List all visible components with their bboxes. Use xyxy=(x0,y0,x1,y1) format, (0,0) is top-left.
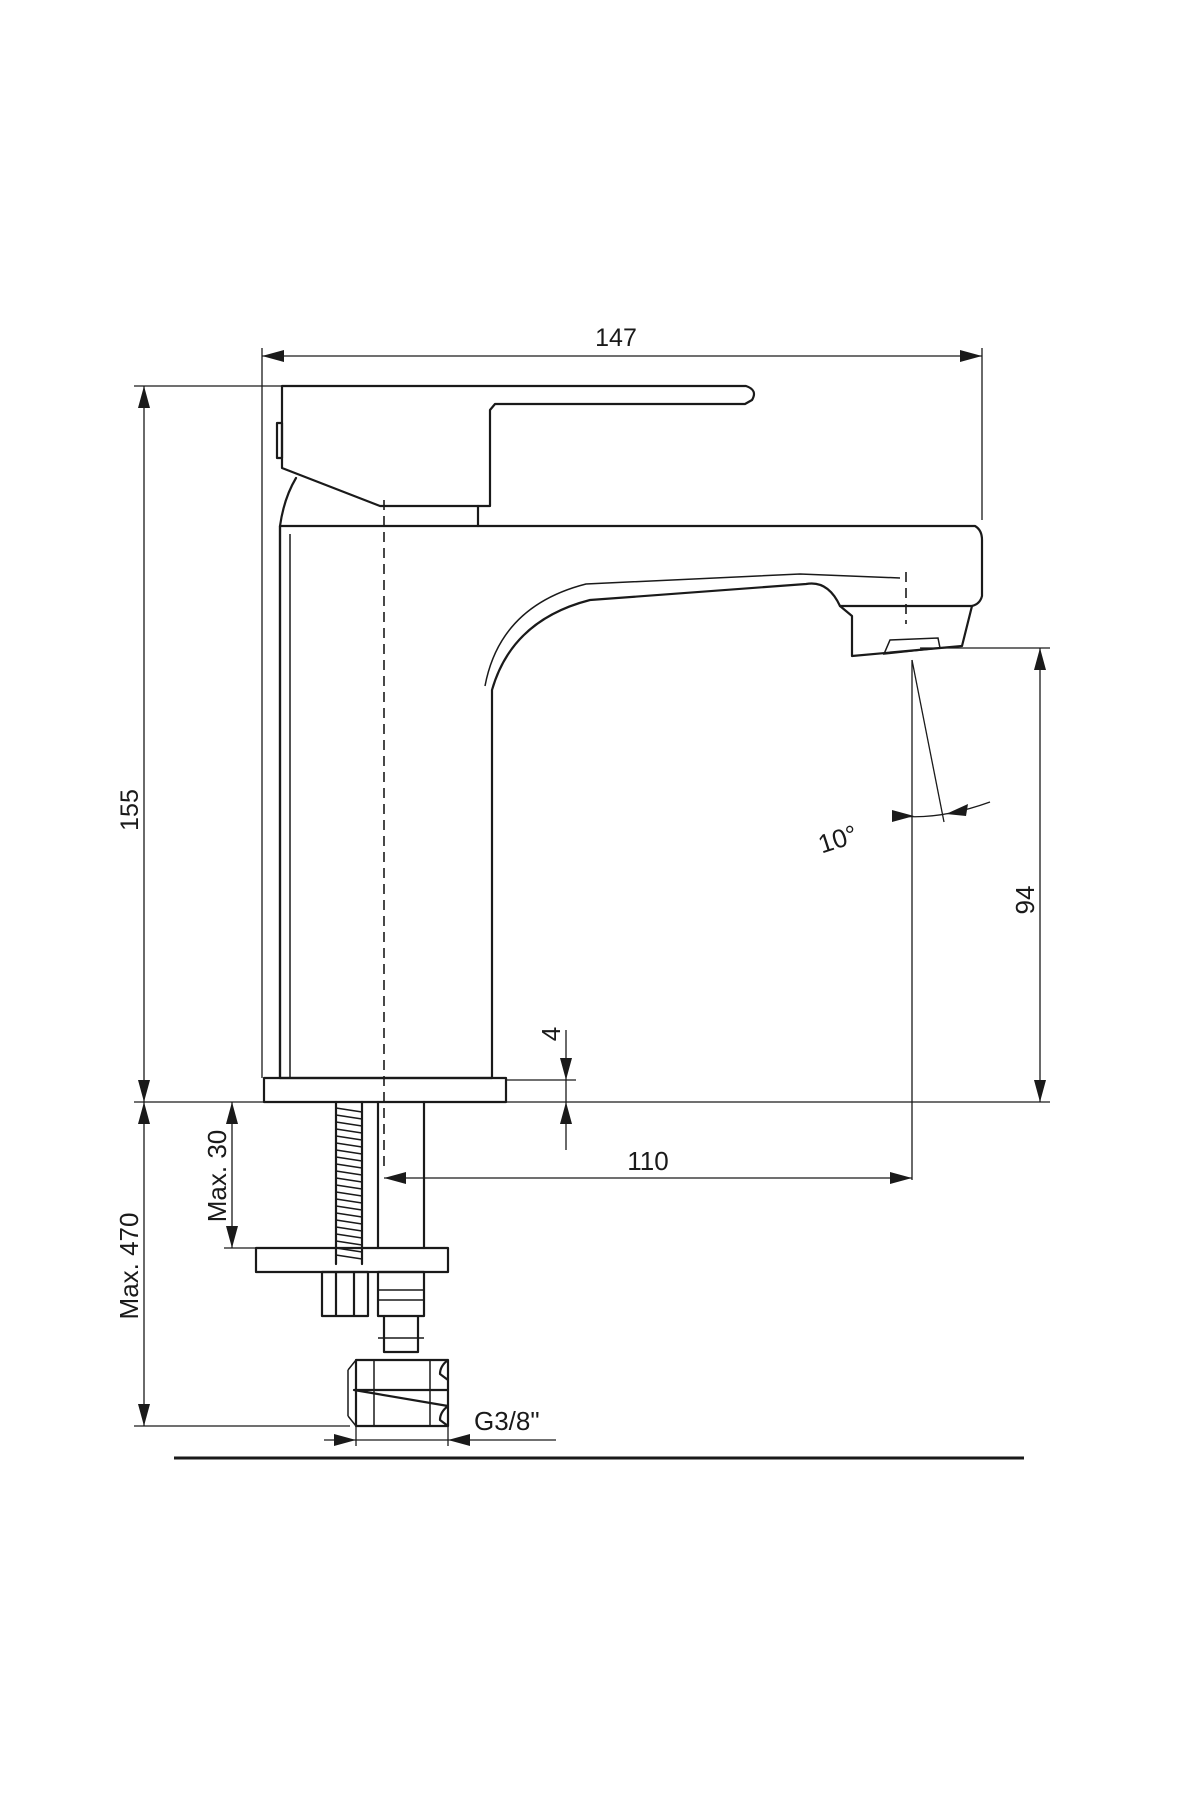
arrow-height-top xyxy=(138,386,150,408)
arrow-height-bottom xyxy=(138,1080,150,1102)
arrow-hose-top xyxy=(138,1102,150,1124)
cartridge-dome xyxy=(278,476,480,528)
thread-ridge xyxy=(335,1107,363,1113)
aerator-tip xyxy=(882,637,941,655)
thread-ridge xyxy=(335,1135,363,1141)
label-spout-reach: 110 xyxy=(627,1146,668,1176)
thread-ridge xyxy=(335,1240,363,1246)
thread-ridge xyxy=(335,1191,363,1197)
label-max-deck: Max. 30 xyxy=(202,1130,232,1223)
arrow-width-right xyxy=(960,350,982,362)
mounting-nut xyxy=(320,1270,370,1318)
thread-ridge xyxy=(335,1219,363,1225)
arrow-thread-right xyxy=(448,1434,470,1446)
arrow-base-bottom xyxy=(560,1102,572,1124)
mounting-hardware xyxy=(254,1100,450,1428)
faucet-body xyxy=(278,524,984,1080)
thread-ridge xyxy=(335,1198,363,1204)
dim-angle-arc xyxy=(899,801,991,818)
cartridge-button xyxy=(275,421,284,460)
arrow-reach-left xyxy=(384,1172,406,1184)
arrow-thread-left xyxy=(334,1434,356,1446)
thread-ridge xyxy=(335,1142,363,1148)
dimension-labels: 147 155 94 4 110 Max. 30 Max. 470 G3/8" … xyxy=(114,324,1040,1436)
supply-tube xyxy=(376,1100,426,1250)
thread-ridge xyxy=(335,1177,363,1183)
dim-thread-line xyxy=(324,1426,556,1446)
spout-contour xyxy=(484,573,901,687)
thread-ridge xyxy=(335,1163,363,1169)
thread-ridge xyxy=(335,1212,363,1218)
spray-angle-line xyxy=(911,659,945,823)
hose-fitting-rings xyxy=(378,1289,424,1339)
thread-ridge xyxy=(335,1128,363,1134)
thread-ridge xyxy=(335,1114,363,1120)
label-max-hose: Max. 470 xyxy=(114,1213,144,1320)
arrow-width-left xyxy=(262,350,284,362)
faucet-outline xyxy=(262,384,984,1104)
hex-connector xyxy=(352,1358,450,1428)
arrow-deck-top xyxy=(226,1102,238,1124)
thread-ridge xyxy=(335,1254,363,1260)
arrowheads xyxy=(138,350,1046,1446)
clamp-plate xyxy=(254,1246,450,1274)
rod-threads xyxy=(335,1107,363,1260)
thread-ridge xyxy=(335,1170,363,1176)
dimension-lines xyxy=(134,348,1050,1446)
thread-ridge xyxy=(335,1149,363,1155)
label-spout-height: 94 xyxy=(1010,886,1040,915)
extension-lines xyxy=(134,348,1050,1427)
arrow-spout-bottom xyxy=(1034,1080,1046,1102)
label-connection-thread: G3/8" xyxy=(474,1406,540,1436)
arrow-angle-left xyxy=(892,810,914,822)
arrow-spout-top xyxy=(1034,648,1046,670)
arrow-base-top xyxy=(560,1058,572,1080)
arrow-angle-right xyxy=(946,804,968,816)
thread-ridge xyxy=(335,1121,363,1127)
label-overall-height: 155 xyxy=(116,789,144,831)
threaded-rod xyxy=(334,1100,364,1266)
aerator xyxy=(838,604,974,658)
arrow-reach-right xyxy=(890,1172,912,1184)
hose-fitting xyxy=(376,1270,426,1354)
label-overall-width: 147 xyxy=(595,324,637,352)
label-spray-angle: 10° xyxy=(814,819,861,860)
arrow-hose-bottom xyxy=(138,1404,150,1426)
thread-ridge xyxy=(335,1226,363,1232)
label-base-plate: 4 xyxy=(536,1027,566,1041)
lever-handle xyxy=(280,384,756,508)
arrow-deck-bottom xyxy=(226,1226,238,1248)
thread-ridge xyxy=(335,1205,363,1211)
hex-connector-faces xyxy=(347,1359,431,1427)
thread-ridge xyxy=(335,1233,363,1239)
base-plate xyxy=(262,1076,508,1104)
axis-lines xyxy=(383,500,945,1180)
thread-ridge xyxy=(335,1156,363,1162)
thread-ridge xyxy=(335,1184,363,1190)
